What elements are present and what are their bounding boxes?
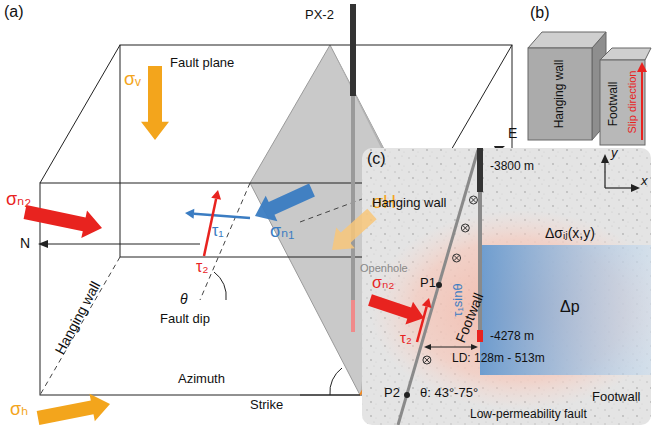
stress-label: τ₂ xyxy=(196,258,209,276)
stress-label: σₙ₂ xyxy=(372,274,394,292)
stress-label: τ₂ xyxy=(400,330,412,347)
angle-label: Azimuth xyxy=(178,372,225,386)
part-label: Fault plane xyxy=(170,56,234,70)
stress-label: σᵥ xyxy=(124,70,141,90)
stress-arrow xyxy=(37,394,110,425)
point-label: P2 xyxy=(384,386,400,400)
stress-label: σₙ₂ xyxy=(6,190,31,210)
part-label: Footwall xyxy=(607,82,620,127)
stress-arrow xyxy=(141,66,169,140)
depth-label: -3800 m xyxy=(490,160,534,173)
field-label: Δσᵢⱼ(x,y) xyxy=(545,226,595,241)
well-name: PX-2 xyxy=(305,8,334,22)
stress-arrows xyxy=(24,66,432,425)
part-label: Hanging wall xyxy=(52,279,103,357)
stress-arrow xyxy=(332,209,377,250)
stress-label: σₙ₁ xyxy=(270,222,294,242)
dimension-label: LD: 128m - 513m xyxy=(452,352,545,365)
angle-label: θ xyxy=(180,292,188,307)
axes xyxy=(605,160,634,188)
panel-letter: (b) xyxy=(530,4,550,22)
depth-label: -4278 m xyxy=(490,330,534,343)
stress-arrow xyxy=(24,205,102,238)
arrow-head xyxy=(422,298,432,308)
stress-label: τ₁ xyxy=(212,222,224,240)
part-label: Low-permeability fault xyxy=(470,408,587,421)
part-label: Hanging wall xyxy=(372,196,446,210)
angle-label: θ: 43°-75° xyxy=(420,386,478,400)
part-label: Footwall xyxy=(592,390,640,404)
stress-arrow xyxy=(368,294,424,324)
dimension-ld xyxy=(424,344,478,350)
point-label: P1 xyxy=(420,276,436,290)
stress-label: τ₁sinθ xyxy=(451,283,465,316)
axis-label: y xyxy=(611,146,618,160)
arrow-head xyxy=(185,209,194,219)
angle-label: Fault dip xyxy=(160,312,210,326)
cross-section xyxy=(362,148,651,425)
field-label: Δp xyxy=(560,298,580,316)
arrow-head xyxy=(211,190,221,200)
part-label: Slip direction xyxy=(626,71,638,134)
axis-label: N xyxy=(20,236,30,251)
shear-arrow xyxy=(417,307,427,342)
axis-label: E xyxy=(508,126,517,141)
block-sketch xyxy=(528,32,651,145)
axis-label: x xyxy=(641,174,648,188)
panel-letter: (a) xyxy=(4,3,24,21)
part-label: Openhole xyxy=(360,262,408,274)
angle-label: Strike xyxy=(250,398,283,412)
stress-arrow xyxy=(255,184,315,222)
well-px2 xyxy=(350,4,356,332)
part-label: Hanging wall xyxy=(553,60,566,129)
stress-label: σₕ xyxy=(10,400,28,420)
shear-arrow xyxy=(194,214,250,218)
panel-letter: (c) xyxy=(367,150,386,168)
